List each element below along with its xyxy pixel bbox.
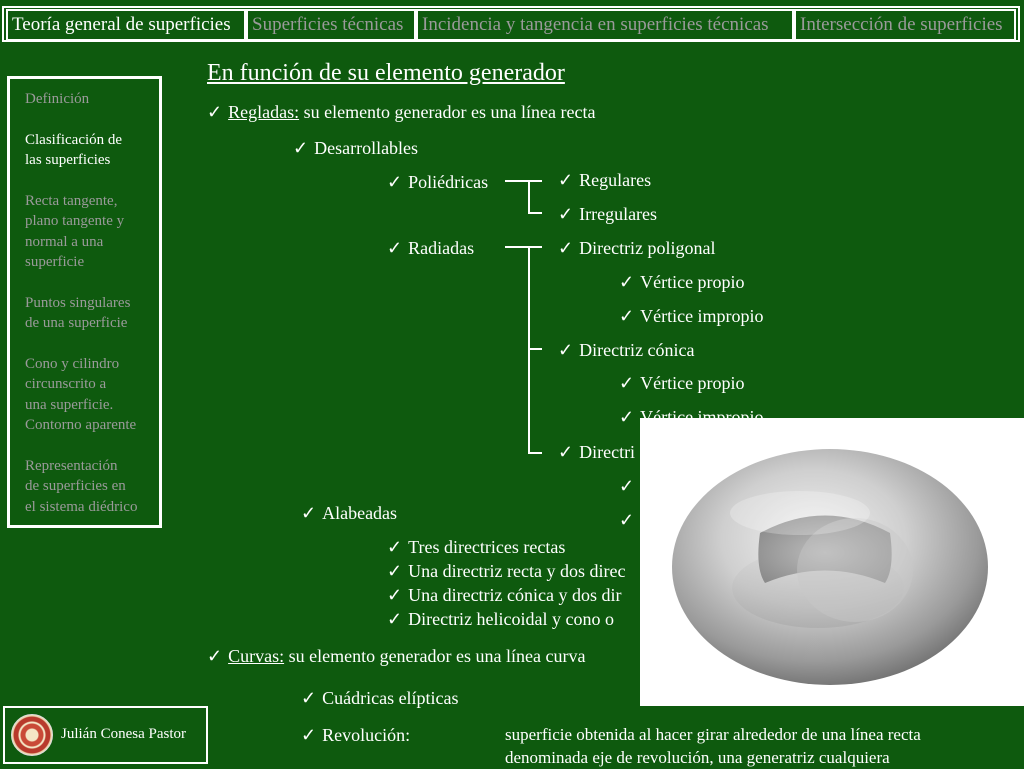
bracket-line [505,180,529,182]
item-vertice-impropio-1: ✓Vértice impropio [619,305,764,327]
torus-illustration [672,449,988,685]
vertice-propio-label: Vértice propio [640,272,745,292]
check-icon: ✓ [387,609,403,629]
item-curvas: ✓Curvas: su elemento generador es una lí… [207,645,585,667]
irregulares-label: Irregulares [579,204,658,224]
item-cuadricas: ✓Cuádricas elípticas [301,687,459,709]
item-vertice-propio-2: ✓Vértice propio [619,372,745,394]
bracket-line [505,246,529,248]
item-poliedricas: ✓Poliédricas [387,171,488,193]
bracket-line [528,348,542,350]
nav-item-puntos-singulares[interactable]: Puntos singulares de una superficie [25,294,131,332]
tab-teoria-general[interactable]: Teoría general de superficies [6,9,246,41]
revolucion-desc-2: denominada eje de revolución, una genera… [505,748,890,767]
helicoidal-label: Directriz helicoidal y cono o [408,609,615,629]
item-regladas: ✓Regladas: su elemento generador es una … [207,101,595,123]
cuadricas-label: Cuádricas elípticas [322,688,459,708]
item-regulares: ✓Regulares [558,169,651,191]
bracket-line [528,246,530,454]
bracket-line [528,452,542,454]
item-una-conica-dos: ✓Una directriz cónica y dos dir [387,584,622,606]
author-box: Julián Conesa Pastor [3,706,208,764]
bracket-line [528,246,542,248]
item-check-hidden-1: ✓ [619,475,640,497]
check-icon: ✓ [558,204,574,224]
check-icon: ✓ [301,688,317,708]
nav-item-cono-cilindro[interactable]: Cono y cilindro circunscrito a una super… [25,355,137,434]
check-icon: ✓ [558,170,574,190]
check-icon: ✓ [293,138,309,158]
check-icon: ✓ [387,585,403,605]
check-icon: ✓ [387,561,403,581]
nav-item-clasificacion[interactable]: Clasificación de las superficies [25,131,123,169]
check-icon: ✓ [619,272,635,292]
item-directriz-3: ✓Directri [558,441,635,463]
revolucion-desc-1: superficie obtenida al hacer girar alred… [505,725,921,744]
item-una-recta-dos: ✓Una directriz recta y dos direc [387,560,625,582]
regladas-label: Regladas: [228,102,300,122]
tab-bar [2,6,1020,42]
item-check-hidden-2: ✓ [619,509,640,531]
item-alabeadas: ✓Alabeadas [301,502,397,524]
check-icon: ✓ [619,373,635,393]
item-radiadas: ✓Radiadas [387,237,474,259]
check-icon: ✓ [619,510,635,530]
tab-interseccion[interactable]: Intersección de superficies [794,9,1016,41]
check-icon: ✓ [558,340,574,360]
una-conica-dos-label: Una directriz cónica y dos dir [408,585,622,605]
nav-item-recta-tangente[interactable]: Recta tangente, plano tangente y normal … [25,192,125,271]
una-recta-dos-label: Una directriz recta y dos direc [408,561,626,581]
check-icon: ✓ [387,172,403,192]
directriz-conica-label: Directriz cónica [579,340,695,360]
university-seal-icon [11,714,53,756]
item-helicoidal: ✓Directriz helicoidal y cono o [387,608,614,630]
vertice-propio-label: Vértice propio [640,373,745,393]
check-icon: ✓ [387,537,403,557]
bracket-line [528,180,530,214]
regladas-text: su elemento generador es una línea recta [299,102,596,122]
check-icon: ✓ [207,646,223,666]
torus-image [640,418,1024,706]
check-icon: ✓ [619,407,635,427]
item-desarrollables: ✓Desarrollables [293,137,418,159]
item-revolucion: ✓Revolución: [301,724,410,746]
check-icon: ✓ [558,238,574,258]
check-icon: ✓ [301,503,317,523]
section-title: En función de su elemento generador [207,60,565,86]
check-icon: ✓ [301,725,317,745]
curvas-text: su elemento generador es una línea curva [284,646,586,666]
tab-superficies-tecnicas[interactable]: Superficies técnicas [246,9,416,41]
directriz-poligonal-label: Directriz poligonal [579,238,716,258]
tres-directrices-label: Tres directrices rectas [408,537,566,557]
alabeadas-label: Alabeadas [322,503,398,523]
check-icon: ✓ [619,306,635,326]
curvas-label: Curvas: [228,646,285,666]
revolucion-label: Revolución: [322,725,411,745]
vertice-impropio-label: Vértice impropio [640,306,764,326]
item-irregulares: ✓Irregulares [558,203,657,225]
item-vertice-propio-1: ✓Vértice propio [619,271,745,293]
regulares-label: Regulares [579,170,652,190]
check-icon: ✓ [207,102,223,122]
bracket-line [528,180,542,182]
sidebar-nav: Definición Clasificación de las superfic… [7,76,162,528]
directriz-label: Directri [579,442,636,462]
radiadas-label: Radiadas [408,238,475,258]
check-icon: ✓ [387,238,403,258]
poliedricas-label: Poliédricas [408,172,489,192]
desarrollables-label: Desarrollables [314,138,419,158]
item-tres-directrices: ✓Tres directrices rectas [387,536,565,558]
nav-item-definicion[interactable]: Definición [25,91,90,107]
nav-item-representacion[interactable]: Representación de superficies en el sist… [25,457,138,515]
bracket-line [528,212,542,214]
item-directriz-poligonal: ✓Directriz poligonal [558,237,716,259]
check-icon: ✓ [558,442,574,462]
tab-incidencia-tangencia[interactable]: Incidencia y tangencia en superficies té… [416,9,794,41]
check-icon: ✓ [619,476,635,496]
item-directriz-conica: ✓Directriz cónica [558,339,695,361]
author-name: Julián Conesa Pastor [61,726,186,742]
